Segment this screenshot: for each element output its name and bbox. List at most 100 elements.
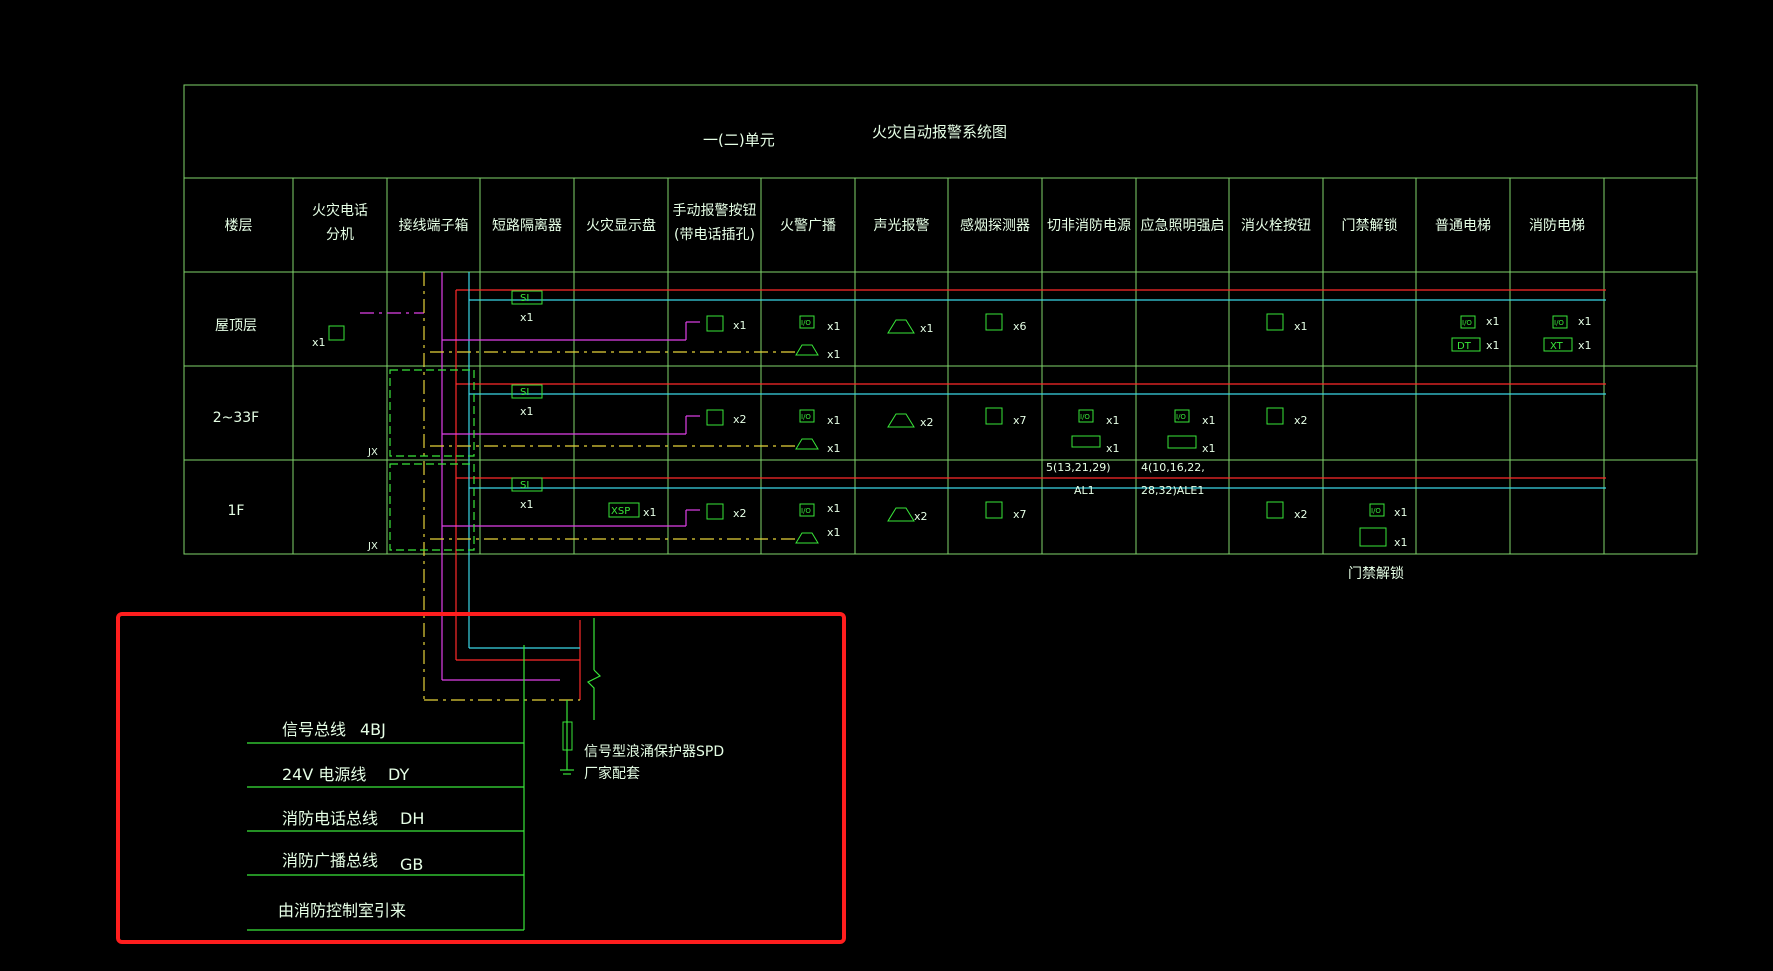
- column-header-12: 门禁解锁: [1342, 218, 1398, 234]
- legend-code-1: DY: [388, 765, 409, 784]
- fire-elev-xt-box: [1543, 337, 1573, 352]
- svg-text:x1: x1: [827, 442, 841, 455]
- alarm-icon-1f: [887, 507, 915, 522]
- svg-text:x6: x6: [1013, 320, 1027, 333]
- svg-text:x2: x2: [733, 507, 747, 520]
- io-label-mid: I/O: [801, 413, 811, 421]
- emerg-io-label: I/O: [1176, 413, 1186, 421]
- column-header-1: 火灾电话分机: [312, 202, 368, 243]
- fire-elev-io-icon: [1552, 315, 1568, 329]
- row-label-2-33f: 2~33F: [213, 410, 260, 426]
- io-label-1f: I/O: [801, 507, 811, 515]
- power-box-icon: [1071, 435, 1101, 448]
- highlight-box: [116, 612, 846, 944]
- elev-dt-box: [1451, 337, 1481, 352]
- symbol-labels: SI SI SI XSP I/O I/O I/O I/O I/O I/O I/O…: [367, 293, 1564, 552]
- power-ref: 5(13,21,29): [1046, 461, 1111, 474]
- svg-text:x1: x1: [1578, 315, 1592, 328]
- emerg-al: 28,32)ALE1: [1141, 484, 1204, 497]
- jx-label-mid: JX: [367, 447, 378, 458]
- svg-text:x2: x2: [733, 413, 747, 426]
- svg-text:x1: x1: [1578, 339, 1592, 352]
- hydrant-icon-mid: [1266, 407, 1284, 425]
- column-header-5: 手动报警按钮(带电话插孔): [673, 203, 757, 243]
- legend-name-1: 24V 电源线: [282, 765, 366, 784]
- broadcast-io-roof: [799, 315, 815, 329]
- smoke-icon-1f: [985, 501, 1003, 519]
- legend-name-3: 消防广播总线: [282, 851, 378, 870]
- device-counts: x1 x1 x1 x1 x1 x1 x6 x1 x1 x1 x1 x1 x1 x…: [312, 311, 1592, 549]
- broadcast-io-1f: [799, 503, 815, 517]
- column-header-11: 消火栓按钮: [1241, 218, 1311, 234]
- legend-code-2: DH: [400, 809, 424, 828]
- fire-elev-io-label: I/O: [1554, 319, 1564, 327]
- unit-label: 一(二)单元: [703, 131, 775, 149]
- door-io-icon: [1369, 503, 1385, 517]
- elev-io-label: I/O: [1462, 319, 1472, 327]
- xsp-box: [608, 502, 640, 518]
- svg-text:x1: x1: [1294, 320, 1308, 333]
- legend-code-3: GB: [400, 855, 423, 874]
- si-box-mid: [511, 384, 543, 399]
- column-header-13: 普通电梯: [1435, 218, 1491, 234]
- spd-icon: [562, 721, 573, 751]
- emerg-ref: 4(10,16,22,: [1141, 461, 1205, 474]
- legend-code-0: 4BJ: [360, 720, 386, 739]
- si-label-mid: SI: [520, 387, 529, 398]
- emerg-io-icon: [1174, 409, 1190, 423]
- svg-text:x2: x2: [1294, 508, 1308, 521]
- column-header-4: 火灾显示盘: [586, 217, 656, 234]
- svg-text:x2: x2: [920, 416, 934, 429]
- device-symbols: [328, 290, 1573, 751]
- svg-text:x1: x1: [827, 414, 841, 427]
- legend-name-2: 消防电话总线: [282, 809, 378, 828]
- column-header-0: 楼层: [225, 218, 253, 234]
- column-header-10: 应急照明强启: [1141, 217, 1225, 234]
- elev-io-icon: [1460, 315, 1476, 329]
- svg-text:x1: x1: [1486, 315, 1500, 328]
- svg-text:x1: x1: [1106, 442, 1120, 455]
- si-label-1f: SI: [520, 480, 529, 491]
- button-icon-mid: [706, 409, 724, 426]
- svg-text:x1: x1: [1486, 339, 1500, 352]
- column-header-2: 接线端子箱: [399, 217, 469, 234]
- legend-name-0: 信号总线: [282, 720, 346, 739]
- door-io-label: I/O: [1371, 507, 1381, 515]
- svg-text:x1: x1: [520, 311, 534, 324]
- svg-text:x1: x1: [1394, 506, 1408, 519]
- speaker-icon-1f: [795, 532, 819, 544]
- svg-text:x1: x1: [520, 405, 534, 418]
- alarm-icon-mid: [887, 413, 915, 428]
- svg-text:x1: x1: [827, 526, 841, 539]
- row-label-1f: 1F: [228, 503, 245, 519]
- bus-lines: [247, 272, 1606, 931]
- door-label: 门禁解锁: [1348, 566, 1404, 582]
- column-header-8: 感烟探测器: [960, 217, 1030, 234]
- svg-text:x1: x1: [1202, 442, 1216, 455]
- smoke-icon-roof: [985, 313, 1003, 331]
- column-headers: 楼层火灾电话分机接线端子箱短路隔离器火灾显示盘手动报警按钮(带电话插孔)火警广播…: [225, 202, 1586, 243]
- xt-label: XT: [1550, 341, 1564, 352]
- alarm-icon-roof: [887, 319, 915, 334]
- diagram-title: 火灾自动报警系统图: [872, 123, 1007, 141]
- door-lock-icon: [1359, 527, 1387, 547]
- svg-text:x1: x1: [520, 498, 534, 511]
- power-al: AL1: [1074, 484, 1095, 497]
- jx-label-1f: JX: [367, 541, 378, 552]
- power-io-label: I/O: [1080, 413, 1090, 421]
- speaker-icon-mid: [795, 438, 819, 450]
- legend: 信号总线 4BJ 24V 电源线 DY 消防电话总线 DH 消防广播总线 GB …: [278, 720, 424, 920]
- column-header-3: 短路隔离器: [492, 217, 562, 234]
- button-icon-roof: [706, 315, 724, 332]
- button-icon-1f: [706, 503, 724, 520]
- svg-text:x1: x1: [312, 336, 326, 349]
- column-header-7: 声光报警: [874, 218, 930, 234]
- si-box-roof: [511, 290, 543, 305]
- column-header-14: 消防电梯: [1529, 218, 1585, 234]
- spd-label: 信号型浪涌保护器SPD: [584, 744, 724, 760]
- svg-text:x7: x7: [1013, 508, 1027, 521]
- table-grid: [183, 84, 1698, 555]
- column-header-9: 切非消防电源: [1047, 218, 1131, 234]
- spd-vendor: 厂家配套: [584, 765, 640, 782]
